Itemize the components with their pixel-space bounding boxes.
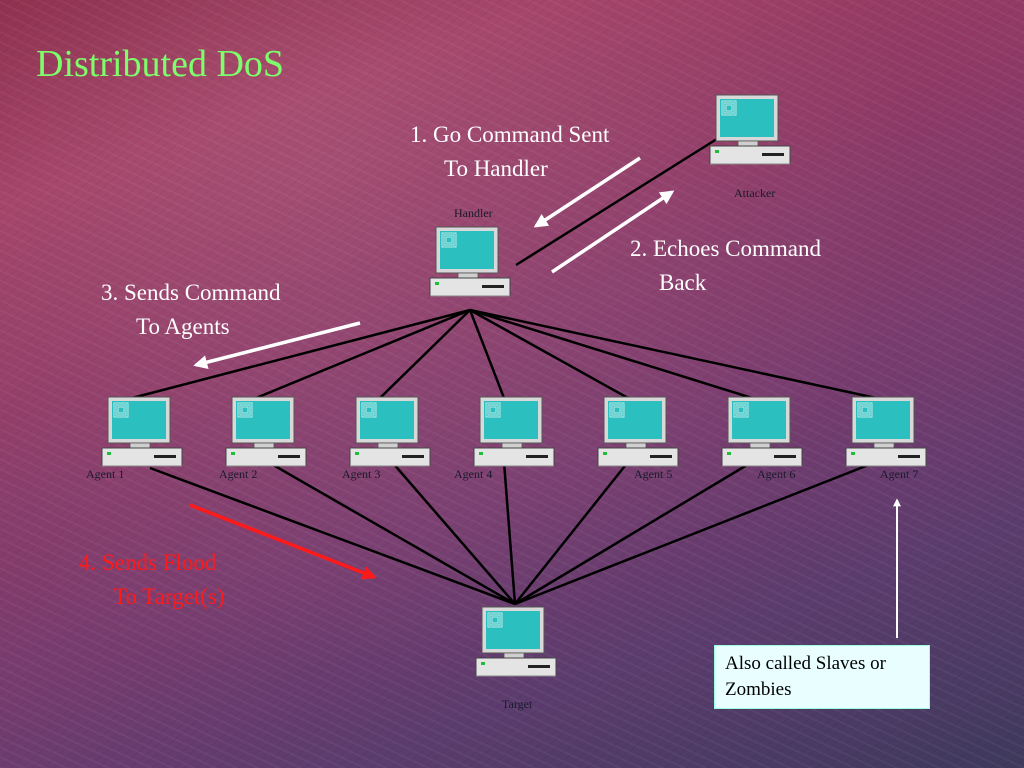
link-handler-agent-4 <box>468 309 506 399</box>
target-label: Target <box>502 697 533 711</box>
attacker-computer <box>706 94 794 172</box>
link-handler-agent-1 <box>131 308 471 400</box>
link-agent-1-target <box>149 466 516 606</box>
link-agent-2-target <box>267 460 516 606</box>
agent-7-computer <box>842 396 930 474</box>
computer-icon <box>845 396 927 467</box>
target-computer <box>472 606 560 684</box>
step-1-line-1: 1. Go Command Sent <box>410 122 610 147</box>
step-3-line-1: 3. Sends Command <box>101 280 281 305</box>
link-handler-agent-3 <box>379 309 471 399</box>
computer-icon <box>101 396 183 467</box>
attacker-label: Attacker <box>734 186 776 200</box>
handler-label: Handler <box>454 206 493 220</box>
computer-icon <box>475 606 557 677</box>
agent-1-computer <box>98 396 186 474</box>
arrow-echo-command <box>551 190 675 274</box>
agent-3-computer <box>346 396 434 474</box>
agent-5-label: Agent 5 <box>634 467 673 481</box>
step-4-line-1: 4. Sends Flood <box>79 550 217 575</box>
link-handler-agent-7 <box>469 308 877 400</box>
agent-6-computer <box>718 396 806 474</box>
step-2-line-1: 2. Echoes Command <box>630 236 821 261</box>
computer-icon <box>349 396 431 467</box>
link-attacker-handler <box>515 135 721 267</box>
link-agent-5-target <box>514 461 629 605</box>
page-title: Distributed DoS <box>36 43 285 85</box>
computer-icon <box>597 396 679 467</box>
agent-3-label: Agent 3 <box>342 467 381 481</box>
computer-icon <box>721 396 803 467</box>
computer-icon <box>429 226 511 297</box>
arrow-send-agents <box>193 321 361 370</box>
link-agent-4-target <box>502 461 517 605</box>
step-3-line-2: To Agents <box>136 314 230 339</box>
link-agent-7-target <box>514 460 877 606</box>
step-2-line-2: Back <box>659 270 707 295</box>
agent-7-label: Agent 7 <box>880 467 919 481</box>
step-1-line-2: To Handler <box>444 156 548 181</box>
agent-1-label: Agent 1 <box>86 467 125 481</box>
computer-icon <box>473 396 555 467</box>
computer-icon <box>225 396 307 467</box>
agent-4-label: Agent 4 <box>454 467 493 481</box>
link-handler-agent-2 <box>255 308 471 400</box>
zombies-note: Also called Slaves or Zombies <box>714 645 930 709</box>
link-agent-3-target <box>391 461 516 605</box>
link-handler-agent-5 <box>469 308 629 400</box>
step-4-line-2: To Target(s) <box>113 584 225 609</box>
computer-icon <box>709 94 791 165</box>
arrow-go-command <box>533 156 641 228</box>
agent-4-computer <box>470 396 558 474</box>
handler-computer <box>426 226 514 304</box>
agent-2-computer <box>222 396 310 474</box>
agent-2-label: Agent 2 <box>219 467 258 481</box>
arrow-flood <box>189 503 377 580</box>
links-group <box>131 135 877 606</box>
agent-6-label: Agent 6 <box>757 467 796 481</box>
link-agent-6-target <box>514 460 753 606</box>
agent-5-computer <box>594 396 682 474</box>
link-handler-agent-6 <box>469 308 753 400</box>
